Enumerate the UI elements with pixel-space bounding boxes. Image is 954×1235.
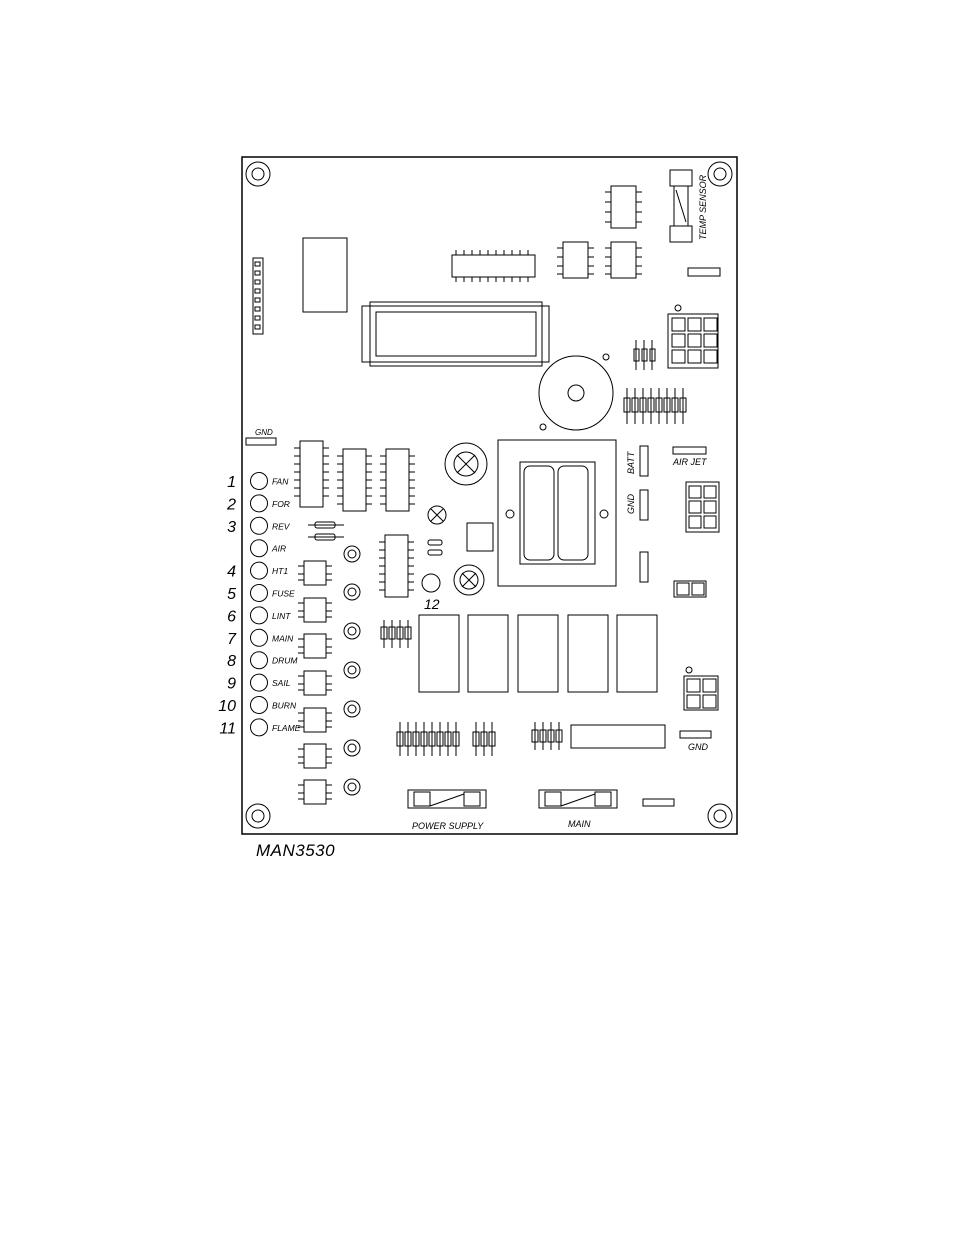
led-label: LINT bbox=[272, 611, 291, 621]
led-indicator: FUSE 5 bbox=[227, 584, 295, 603]
led-circle bbox=[250, 472, 268, 490]
led-indicator: MAIN 7 bbox=[227, 628, 294, 648]
led-circle bbox=[250, 584, 268, 602]
led-number: 6 bbox=[227, 608, 236, 625]
diagram-caption: MAN3530 bbox=[256, 841, 336, 860]
led-indicator: LINT 6 bbox=[227, 606, 291, 625]
led-circle bbox=[250, 539, 268, 558]
gnd-label-top-left: GND bbox=[255, 428, 273, 437]
air-jet-label: AIR JET bbox=[672, 457, 708, 467]
led-number: 5 bbox=[227, 586, 236, 603]
pad-mid bbox=[639, 551, 649, 583]
display-connector bbox=[361, 301, 550, 367]
gnd-label-mid: GND bbox=[626, 494, 636, 515]
gnd-pad-bottom-right bbox=[679, 730, 712, 739]
led-circle bbox=[250, 696, 268, 714]
led-label: FUSE bbox=[272, 589, 295, 599]
batt-label: BATT bbox=[626, 450, 636, 474]
dip-chip-top bbox=[451, 250, 536, 282]
mounting-holes bbox=[245, 161, 733, 829]
led-number: 1 bbox=[227, 474, 236, 491]
led-circle bbox=[250, 516, 268, 535]
led-label: SAIL bbox=[272, 678, 291, 688]
led-indicator: FLAME 11 bbox=[219, 718, 301, 737]
led-label: DRUM bbox=[272, 656, 298, 666]
gnd-pad-top-left bbox=[245, 437, 277, 446]
fuse-main bbox=[538, 789, 618, 809]
small-pad bbox=[687, 267, 721, 277]
led-circle bbox=[250, 651, 268, 670]
gnd-pad-mid bbox=[639, 489, 649, 521]
connector-6pin-top bbox=[667, 304, 719, 369]
small-chips-top bbox=[557, 185, 642, 279]
resistor-cluster-top bbox=[623, 340, 687, 424]
connector-4pin bbox=[683, 666, 719, 711]
board-outline bbox=[241, 156, 738, 835]
led-circle bbox=[250, 494, 268, 513]
led-label: MAIN bbox=[272, 633, 294, 643]
main-fuse-label: MAIN bbox=[568, 819, 591, 829]
air-jet-pad bbox=[672, 446, 707, 455]
gnd-label-bottom-right: GND bbox=[688, 742, 709, 752]
led-label: REV bbox=[272, 521, 291, 531]
fuse-power-supply bbox=[407, 789, 487, 809]
led-circle bbox=[250, 561, 268, 580]
temp-sensor-holder bbox=[669, 169, 693, 243]
led-label: FAN bbox=[272, 477, 289, 487]
led-indicator: HT1 4 bbox=[227, 561, 288, 581]
relay-block bbox=[302, 237, 348, 313]
led-circle bbox=[250, 673, 268, 692]
misc-small-parts bbox=[308, 521, 494, 593]
connector-6pin-mid bbox=[685, 481, 720, 533]
led-number: 8 bbox=[227, 653, 236, 670]
led-number: 3 bbox=[227, 519, 236, 536]
batt-pad bbox=[639, 445, 649, 477]
transformer bbox=[497, 439, 617, 587]
led-indicator: SAIL 9 bbox=[227, 673, 291, 693]
led-indicator: REV 3 bbox=[227, 516, 291, 536]
led-number: 9 bbox=[227, 676, 236, 693]
led-indicator: AIR bbox=[250, 539, 286, 558]
relays bbox=[418, 614, 658, 693]
led-number: 2 bbox=[226, 496, 236, 513]
led-number: 7 bbox=[227, 631, 237, 648]
led-indicator: FAN 1 bbox=[227, 472, 289, 491]
led-label: AIR bbox=[271, 544, 286, 554]
led-indicator: DRUM 8 bbox=[227, 651, 298, 670]
led-indicator: FOR 2 bbox=[226, 494, 290, 513]
resistor-arrays-bottom bbox=[380, 620, 563, 756]
led-circle bbox=[250, 718, 268, 737]
led-label: FOR bbox=[272, 499, 290, 509]
led-number: 10 bbox=[218, 698, 236, 715]
led-indicator: BURN 10 bbox=[218, 696, 297, 715]
led-number: 11 bbox=[219, 720, 236, 737]
temp-sensor-label: TEMP SENSOR bbox=[698, 174, 708, 240]
opto-couplers bbox=[298, 560, 332, 805]
led-label: FLAME bbox=[272, 723, 301, 733]
header-strip bbox=[252, 257, 264, 335]
led-circle bbox=[250, 606, 268, 625]
buzzer bbox=[538, 353, 614, 431]
power-supply-label: POWER SUPPLY bbox=[412, 821, 484, 831]
led-number: 4 bbox=[227, 564, 236, 581]
test-points bbox=[343, 545, 361, 796]
dip-chips-left bbox=[294, 440, 415, 598]
led-circle bbox=[250, 628, 268, 647]
potentiometers bbox=[427, 442, 488, 596]
connector-2pin bbox=[673, 580, 707, 598]
led-label: HT1 bbox=[272, 566, 288, 576]
pad-bottom bbox=[642, 798, 675, 807]
sip-module bbox=[570, 724, 666, 749]
led-label: BURN bbox=[272, 701, 297, 711]
led-12-label: 12 bbox=[424, 596, 440, 612]
